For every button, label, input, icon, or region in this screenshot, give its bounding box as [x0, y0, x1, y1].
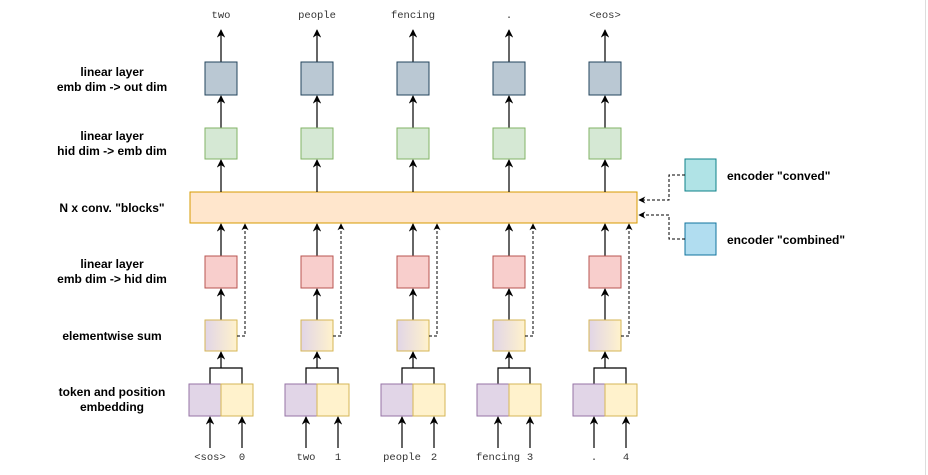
emb-to-hid-box — [204, 255, 238, 289]
residual-dashed-arrow — [333, 223, 345, 337]
input-token: <sos> — [194, 452, 226, 464]
label-out-layer-1: linear layer — [80, 65, 144, 79]
hid-to-emb-box — [204, 127, 238, 160]
label-hid-emb-1: linear layer — [80, 129, 144, 143]
label-embedding-1: token and position — [59, 385, 166, 399]
right-border — [925, 0, 926, 475]
residual-dashed-arrow — [429, 223, 441, 337]
label-out-layer-2: emb dim -> out dim — [57, 80, 167, 94]
input-token: two — [297, 452, 316, 464]
emb-to-hid-box — [492, 255, 526, 289]
output-token: fencing — [391, 10, 435, 22]
hid-to-emb-box — [588, 127, 622, 160]
position-embedding-box — [508, 383, 542, 417]
input-position: 3 — [527, 452, 533, 464]
elementwise-sum-box — [300, 319, 334, 352]
position-embedding-box — [220, 383, 254, 417]
residual-dashed-arrow — [621, 223, 633, 337]
token-embedding-box — [380, 383, 414, 417]
out-linear-box — [492, 61, 526, 96]
token-embedding-box — [284, 383, 318, 417]
label-emb-hid-1: linear layer — [80, 257, 144, 271]
residual-dashed-arrow — [237, 223, 249, 337]
hid-to-emb-box — [300, 127, 334, 160]
combined-dashed-arrow — [638, 211, 685, 240]
position-embedding-box — [412, 383, 446, 417]
position-embedding-box — [316, 383, 350, 417]
input-token: people — [383, 452, 421, 464]
hid-to-emb-box — [492, 127, 526, 160]
position-embedding-box — [604, 383, 638, 417]
label-hid-emb-2: hid dim -> emb dim — [57, 144, 167, 158]
out-linear-box — [300, 61, 334, 96]
hid-to-emb-box — [396, 127, 430, 160]
output-token: . — [506, 10, 512, 22]
input-position: 4 — [623, 452, 629, 464]
elementwise-sum-box — [396, 319, 430, 352]
columns: two <sos> 0 people two 1 fencing people 2. fencin… — [188, 10, 638, 464]
out-linear-box — [204, 61, 238, 96]
token-embedding-box — [188, 383, 222, 417]
sum-merge-arrow — [593, 352, 627, 384]
elementwise-sum-box — [204, 319, 238, 352]
encoder-conved-box — [684, 158, 717, 192]
input-token: . — [591, 452, 597, 464]
label-sum: elementwise sum — [62, 329, 161, 343]
emb-to-hid-box — [588, 255, 622, 289]
out-linear-box — [588, 61, 622, 96]
label-conv-blocks: N x conv. "blocks" — [59, 201, 164, 215]
elementwise-sum-box — [492, 319, 526, 352]
emb-to-hid-box — [300, 255, 334, 289]
input-position: 1 — [335, 452, 341, 464]
encoder-combined-label: encoder "combined" — [727, 233, 845, 247]
encoder-combined-box — [684, 222, 717, 256]
input-position: 0 — [239, 452, 245, 464]
out-linear-box — [396, 61, 430, 96]
output-token: people — [298, 10, 336, 22]
token-embedding-box — [476, 383, 510, 417]
output-token: <eos> — [589, 10, 621, 22]
label-emb-hid-2: emb dim -> hid dim — [57, 272, 167, 286]
output-token: two — [212, 10, 231, 22]
input-token: fencing — [476, 452, 520, 464]
emb-to-hid-box — [396, 255, 430, 289]
conv-blocks-box — [189, 191, 638, 224]
input-position: 2 — [431, 452, 437, 464]
elementwise-sum-box — [588, 319, 622, 352]
sum-merge-arrow — [401, 352, 435, 384]
sum-merge-arrow — [497, 352, 531, 384]
sum-merge-arrow — [305, 352, 339, 384]
encoder-conved-label: encoder "conved" — [727, 169, 830, 183]
token-embedding-box — [572, 383, 606, 417]
sum-merge-arrow — [209, 352, 243, 384]
label-embedding-2: embedding — [80, 400, 144, 414]
conved-dashed-arrow — [638, 174, 685, 204]
residual-dashed-arrow — [525, 223, 537, 337]
